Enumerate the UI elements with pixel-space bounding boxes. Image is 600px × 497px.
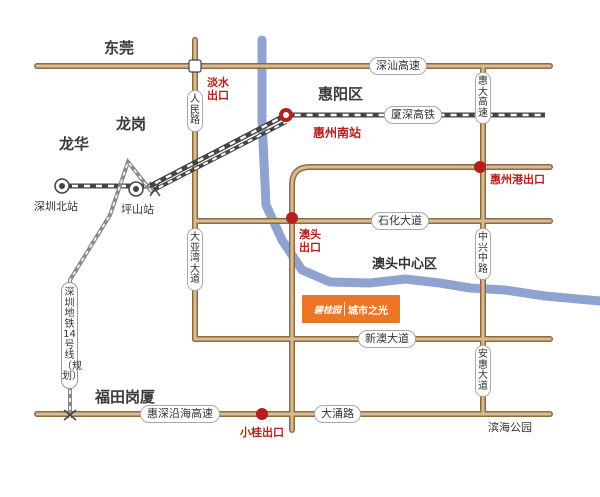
- road-label-datong: 大涌路: [314, 405, 361, 424]
- place-label-binhai-park: 滨海公园: [488, 421, 532, 434]
- road-label-xiashen: 厦深高铁: [384, 106, 442, 125]
- road-label-zhongxing: 中兴中路: [475, 228, 491, 280]
- road-label-xinao: 新澳大道: [358, 330, 416, 349]
- railway-station-icon: [128, 181, 144, 197]
- developer-logo: 碧桂园: [313, 305, 341, 316]
- highway-exit-icon: [286, 212, 298, 224]
- project-separator: [344, 302, 345, 316]
- road-label-dayawan: 大亚湾大道: [187, 228, 203, 291]
- rail-junction-icon: [149, 181, 161, 197]
- railway-station-icon: [279, 108, 293, 122]
- region-label-huiyang: 惠阳区: [318, 85, 364, 103]
- region-label-futian-gangxia: 福田岗厦: [95, 388, 156, 406]
- exit-label-xiaogui: 小桂出口: [240, 426, 284, 439]
- region-label-aotou-center: 澳头中心区: [372, 257, 438, 272]
- region-label-longhua: 龙华: [59, 135, 90, 153]
- metro-junction-icon: [63, 409, 77, 421]
- station-label-shenzhen-north: 深圳北站: [34, 200, 78, 213]
- road-label-anhui: 安惠大道: [475, 345, 491, 397]
- road-network: [34, 37, 553, 433]
- exit-label-aotou: 澳头出口: [299, 228, 321, 254]
- highway-exit-icon: [188, 59, 202, 73]
- region-label-dongguan: 东莞: [104, 39, 135, 57]
- road-label-huida: 惠大高速: [475, 72, 491, 124]
- project-marker: 碧桂园 城市之光: [302, 295, 400, 323]
- railway-station-icon: [54, 178, 70, 194]
- road-label-huishen: 惠深沿海高速: [140, 405, 220, 424]
- metro-label-line14: 深圳地铁14号线（规划）: [61, 282, 82, 389]
- exit-label-huizhou-port: 惠州港出口: [490, 173, 545, 186]
- highway-exit-icon: [256, 408, 268, 420]
- exit-label-danshui: 淡水出口: [207, 76, 229, 102]
- highway-exit-icon: [474, 161, 486, 173]
- road-label-renmin: 人民路: [187, 90, 203, 132]
- station-label-pingshan: 坪山站: [121, 203, 154, 216]
- road-label-shenshan: 深汕高速: [369, 57, 427, 76]
- road-label-shihua: 石化大道: [371, 212, 429, 231]
- region-label-longgang: 龙岗: [116, 115, 147, 133]
- river: [257, 35, 600, 306]
- station-label-huizhou-south: 惠州南站: [313, 126, 362, 140]
- project-name: 城市之光: [348, 305, 388, 317]
